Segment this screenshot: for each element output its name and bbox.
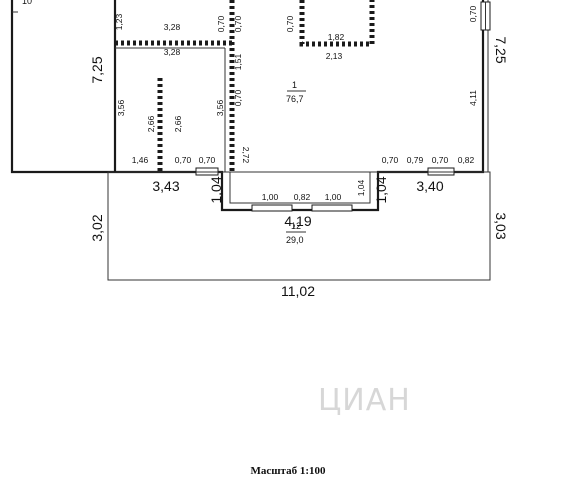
dim-bottom-left-segment: 1,46 [132, 155, 149, 165]
dim-right-wing: 3,40 [416, 178, 443, 194]
dim-notch-seg-left: 1,00 [262, 192, 279, 202]
dim-notch-seg-right: 1,00 [325, 192, 342, 202]
watermark: ЦИАН [318, 383, 411, 418]
dim-bottom-left-window: 0,70 [175, 155, 192, 165]
dim-bottom-right-c: 0,70 [432, 155, 449, 165]
dim-right-wall: 4,11 [468, 90, 478, 106]
dim-door-a: 0,70 [216, 15, 226, 32]
dim-mid-room-height: 3,56 [215, 99, 225, 116]
dim-bottom-right-d: 0,82 [458, 155, 475, 165]
dim-notch-left: 1,04 [208, 176, 224, 203]
dim-overall-width: 11,02 [281, 283, 315, 299]
outer-wall [10, 0, 485, 212]
dim-left-room-height: 3,56 [116, 99, 126, 116]
dim-stub-a: 2,66 [146, 115, 156, 132]
room-porch-number: 12 [291, 221, 301, 231]
dim-bottom-left-gap: 0,70 [199, 155, 216, 165]
closet-wall [299, 0, 375, 47]
dim-right-height: 7,25 [493, 36, 509, 63]
dim-notch-right-vertical: 1,04 [356, 179, 366, 196]
dim-top-small: 1,23 [114, 13, 124, 30]
dim-porch-left-height: 3,02 [89, 214, 105, 241]
room-main-area: 76,7 [286, 94, 304, 104]
dim-closet-height: 0,70 [285, 15, 295, 32]
dim-left-height: 7,25 [89, 56, 105, 83]
dim-notch-width: 4,19 [284, 213, 311, 229]
dim-bottom-right-b: 0,79 [407, 155, 424, 165]
room-porch-area: 29,0 [286, 235, 304, 245]
notch-window-left [251, 204, 293, 212]
dim-room-top-width: 3,28 [164, 22, 181, 32]
dim-stub-b: 2,66 [173, 115, 183, 132]
dim-bottom-right-a: 0,70 [382, 155, 399, 165]
dim-notch-window: 0,82 [294, 192, 311, 202]
dim-closet-inner: 1,82 [328, 32, 345, 42]
dim-closet-outer: 2,13 [326, 51, 343, 61]
notch-window-right [311, 204, 353, 212]
dim-notch-right: 1,04 [373, 176, 389, 203]
dim-door-b: 0,70 [233, 15, 243, 32]
dim-door-c: 0,70 [233, 89, 243, 106]
room-main-number: 1 [292, 80, 297, 90]
dim-right-window: 0,70 [468, 5, 478, 22]
porch-outline [107, 171, 491, 281]
dim-porch-right-height: 3,03 [493, 212, 509, 239]
dim-left-wing: 3,43 [152, 178, 179, 194]
notch-inner-line [229, 172, 371, 204]
dim-partition-lower: 2,72 [241, 147, 251, 164]
dim-partition-length: 1,51 [233, 53, 243, 70]
top-label: 10 [22, 0, 32, 6]
scale-label: Масштаб 1:100 [250, 465, 326, 477]
dim-room-mid-width: 3,28 [164, 47, 181, 57]
